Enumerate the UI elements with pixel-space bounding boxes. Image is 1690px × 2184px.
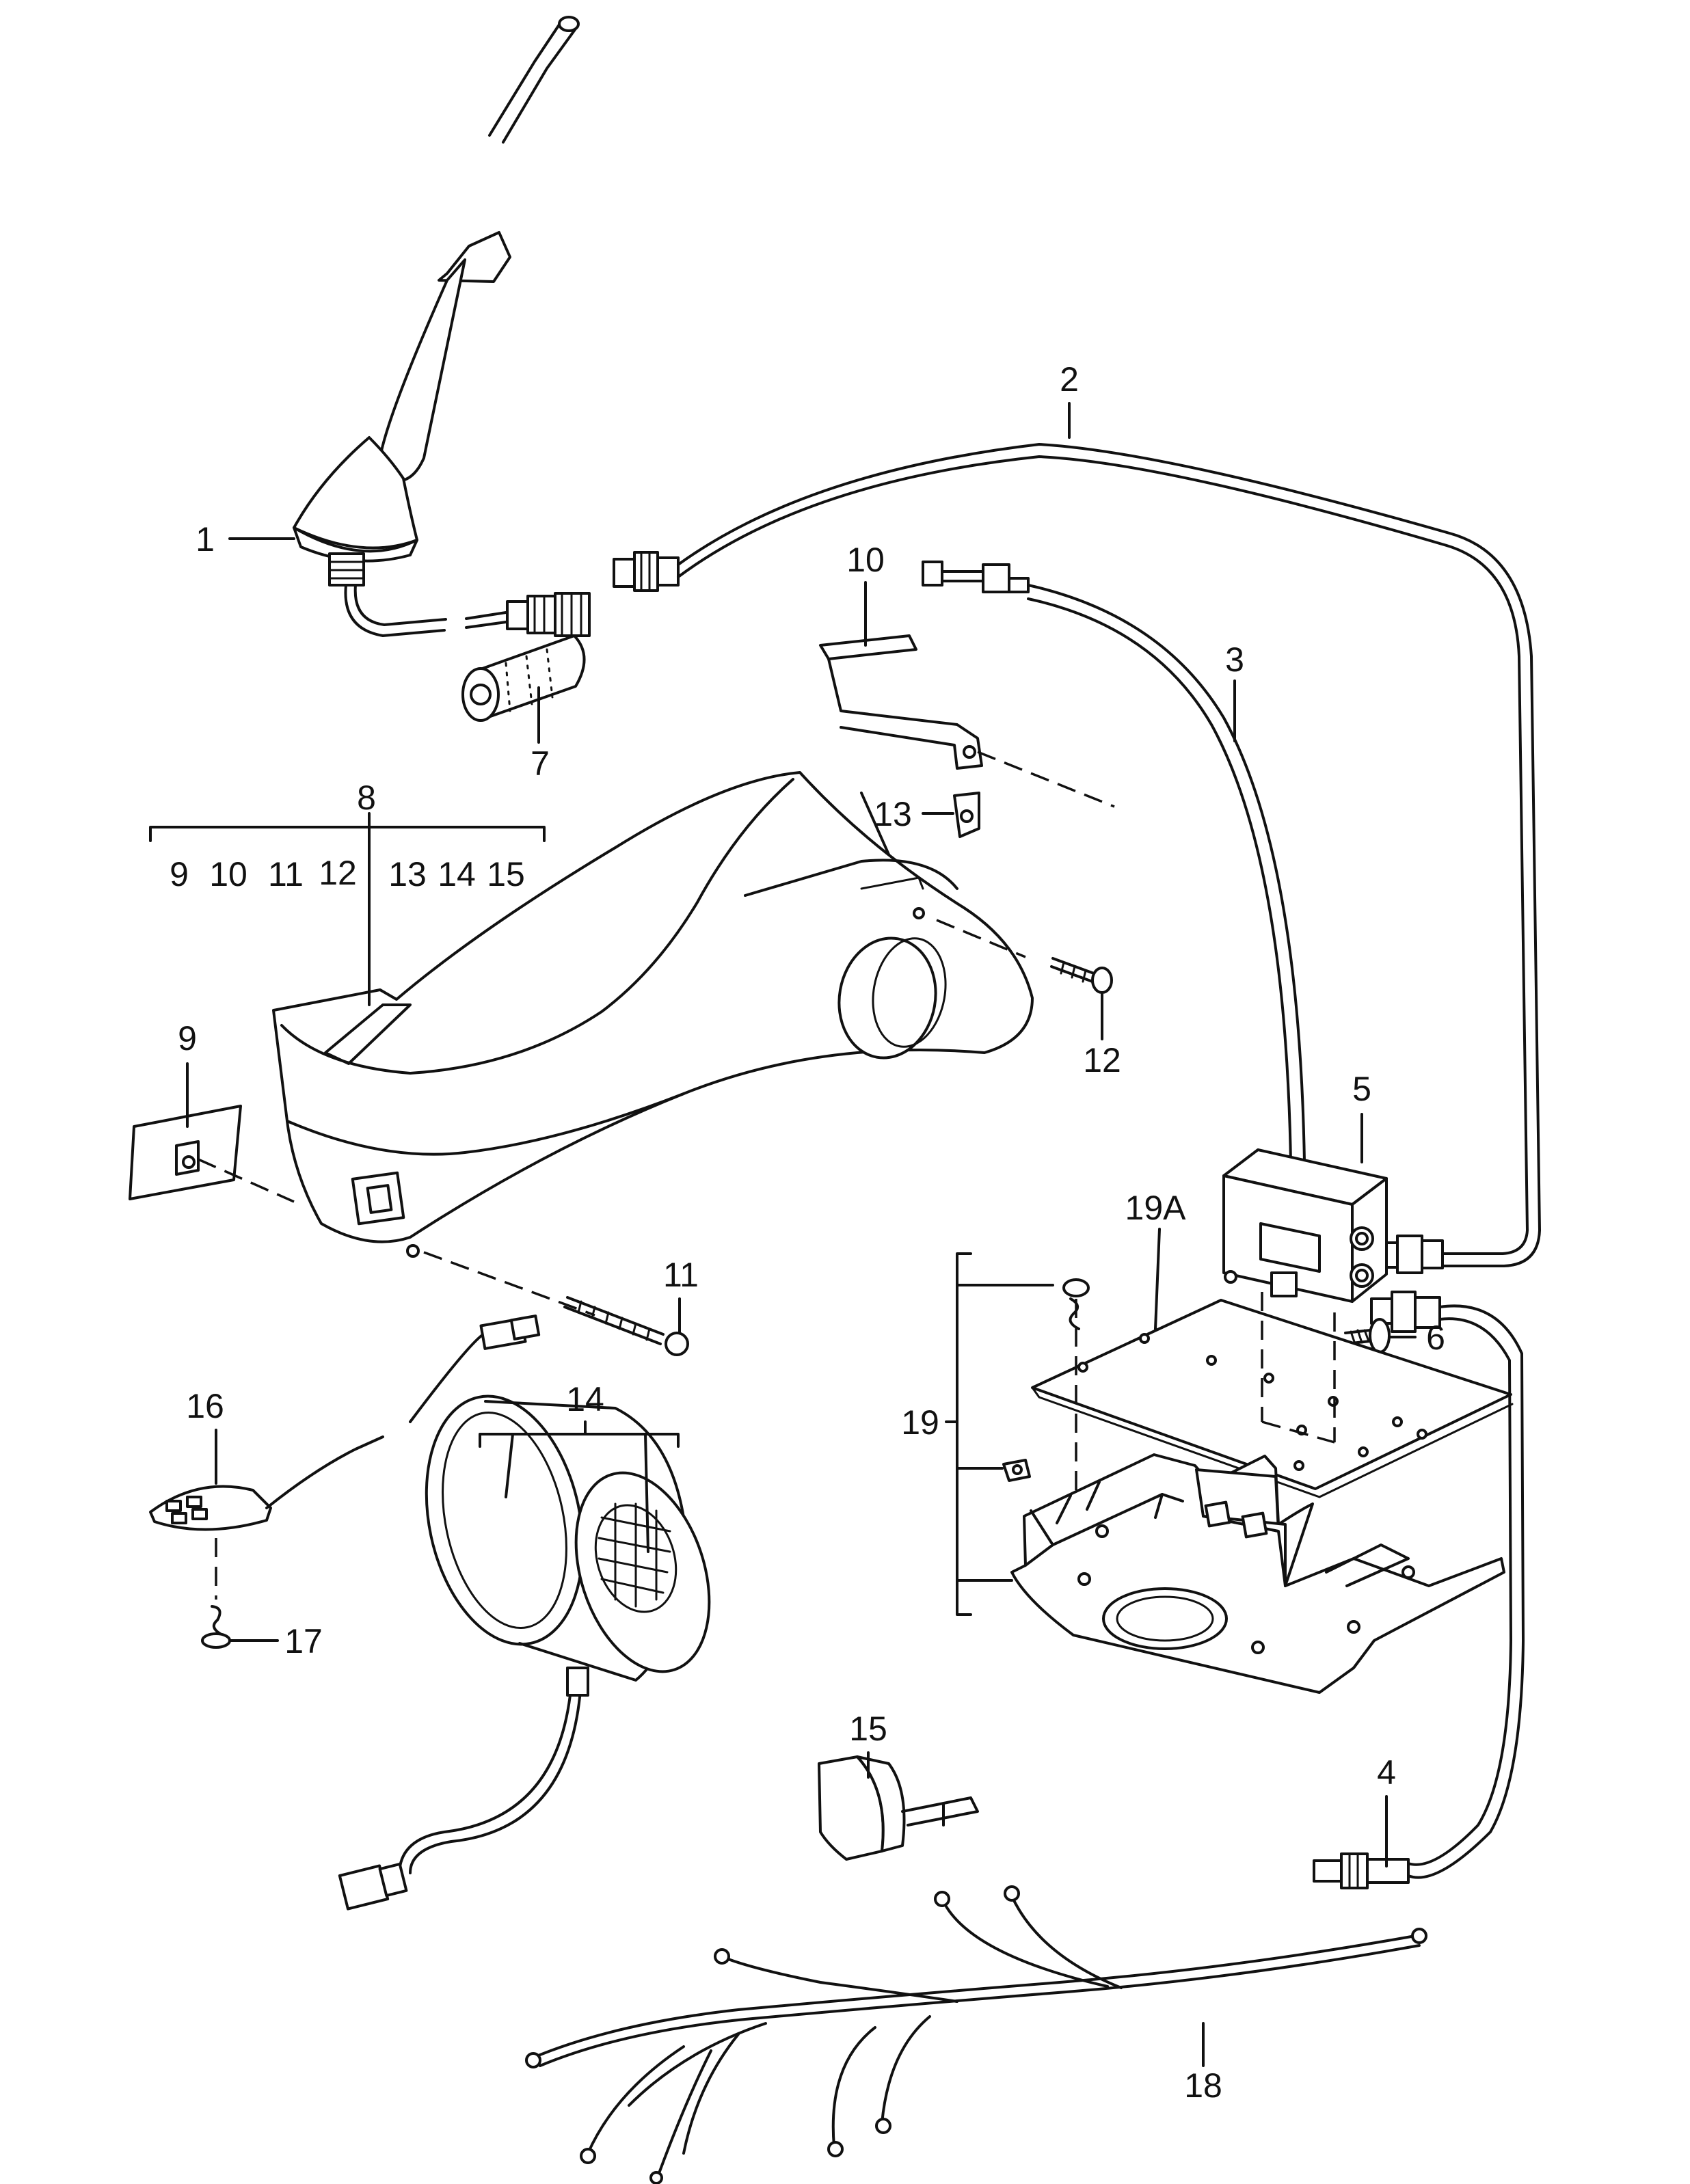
roof-antenna (293, 16, 591, 637)
bracket-15 (818, 1755, 979, 1861)
wiring-harness-18 (525, 1885, 1427, 2184)
group-8-item-11: 11 (268, 855, 304, 893)
switch-16 (149, 1315, 541, 1531)
antenna-cable-long (613, 443, 1541, 1274)
callout-12: 12 (1083, 1041, 1121, 1079)
console-housing (272, 771, 1034, 1258)
callout-13: 13 (874, 795, 912, 833)
callout-5: 5 (1352, 1070, 1371, 1108)
callout-2: 2 (1060, 360, 1079, 399)
callout-1: 1 (196, 520, 215, 558)
leader-lines (186, 402, 1417, 2067)
speaker-14 (338, 1394, 711, 1911)
callout-14: 14 (566, 1380, 604, 1418)
antenna-cable-short (922, 561, 1318, 1228)
callout-19a: 19A (1125, 1189, 1187, 1227)
group-8-bracket (149, 812, 546, 1006)
callout-8: 8 (357, 779, 376, 817)
trim-plate-9 (129, 1105, 295, 1203)
callout-7: 7 (531, 744, 550, 783)
group-8-item-9: 9 (170, 855, 189, 893)
mounting-bracket-19 (1010, 1453, 1505, 1694)
screw-12 (936, 919, 1113, 994)
group-8-item-10: 10 (209, 855, 247, 893)
callout-6: 6 (1426, 1319, 1445, 1357)
screw-11 (423, 1251, 689, 1356)
callout-3: 3 (1225, 641, 1244, 679)
callout-19: 19 (901, 1403, 939, 1442)
group-8-item-15: 15 (487, 855, 525, 893)
callout-labels: 1 2 3 4 5 6 7 8 9 10 11 12 13 14 15 9 10… (170, 360, 1445, 2105)
group-8-item-13: 13 (388, 855, 427, 893)
group-8-item-14: 14 (438, 855, 476, 893)
fastener-set-19 (1002, 1278, 1090, 1490)
callout-10: 10 (846, 541, 885, 579)
clip-13 (953, 792, 980, 838)
bracket-10 (819, 634, 1115, 808)
callout-17: 17 (284, 1622, 323, 1660)
mounting-plate-19a (1031, 1292, 1514, 1498)
group-19-bracket (945, 1252, 1054, 1616)
callout-4: 4 (1377, 1753, 1396, 1792)
callout-16: 16 (186, 1387, 224, 1425)
callout-15: 15 (849, 1710, 887, 1748)
callout-11: 11 (663, 1256, 699, 1294)
group-8-item-12: 12 (319, 854, 357, 892)
callout-18: 18 (1184, 2066, 1222, 2105)
foam-sleeve (461, 634, 586, 722)
antenna-amplifier (1222, 1148, 1388, 1303)
screw-17 (201, 1538, 231, 1649)
group-14-bracket (479, 1420, 680, 1553)
callout-9: 9 (178, 1019, 197, 1057)
